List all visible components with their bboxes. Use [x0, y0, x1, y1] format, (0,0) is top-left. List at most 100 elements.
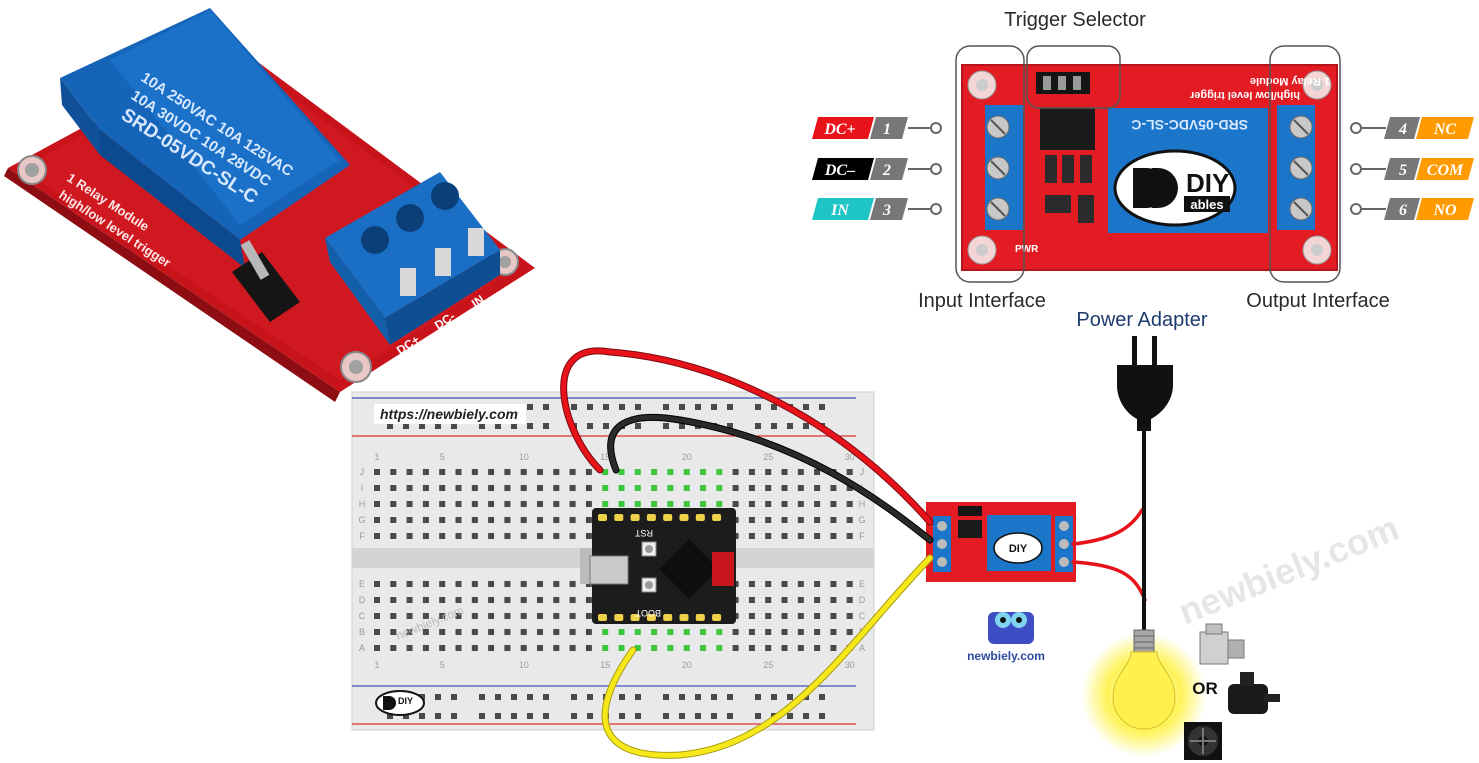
breadboard-hole: [520, 597, 527, 603]
light-bulb-icon: [1082, 629, 1206, 757]
breadboard-hole: [585, 533, 592, 539]
breadboard-hole: [830, 533, 837, 539]
breadboard-hole: [651, 469, 658, 475]
breadboard-hole: [663, 423, 669, 429]
breadboard-hole: [403, 713, 409, 719]
breadboard-hole: [846, 533, 853, 539]
breadboard-hole: [781, 469, 788, 475]
breadboard-hole: [830, 597, 837, 603]
breadboard-hole: [553, 517, 560, 523]
breadboard-hole: [553, 613, 560, 619]
breadboard-hole: [700, 469, 706, 475]
breadboard-hole: [439, 517, 446, 523]
board-label-rst: RST: [634, 528, 653, 538]
breadboard-hole: [765, 485, 772, 491]
breadboard-row-letter: C: [859, 611, 866, 621]
breadboard-hole: [797, 501, 804, 507]
breadboard-hole: [479, 694, 485, 700]
breadboard-hole: [814, 597, 821, 603]
breadboard-hole: [585, 485, 592, 491]
breadboard-hole: [771, 423, 777, 429]
breadboard-hole: [748, 501, 755, 507]
breadboard-hole: [667, 469, 674, 475]
breadboard-hole: [803, 404, 809, 410]
breadboard-hole: [543, 423, 549, 429]
breadboard-hole: [700, 645, 706, 651]
breadboard-hole: [504, 485, 511, 491]
breadboard-hole: [569, 613, 576, 619]
breadboard-hole: [683, 485, 690, 491]
board-header-pin: [646, 614, 656, 621]
board-header-pin: [630, 614, 640, 621]
breadboard-hole: [451, 713, 457, 719]
breadboard-hole: [716, 501, 723, 507]
breadboard-hole: [651, 629, 658, 635]
breadboard-col-number: 30: [845, 660, 855, 670]
breadboard-hole: [471, 581, 478, 587]
breadboard-hole: [797, 645, 804, 651]
breadboard-hole: [755, 713, 761, 719]
breadboard-hole: [711, 404, 717, 410]
breadboard-hole: [374, 485, 380, 491]
svg-text:DC–: DC–: [824, 162, 855, 179]
breadboard-hole: [543, 694, 549, 700]
input-interface-label: Input Interface: [918, 290, 1046, 312]
breadboard-logo-diy: DIY: [398, 696, 413, 706]
breadboard-hole: [390, 517, 397, 523]
breadboard-hole: [727, 694, 733, 700]
breadboard-hole: [439, 501, 446, 507]
breadboard-hole: [683, 469, 690, 475]
breadboard-hole: [504, 517, 511, 523]
breadboard-hole: [797, 597, 804, 603]
breadboard-hole: [520, 469, 527, 475]
breadboard-hole: [504, 581, 511, 587]
board-header-pin: [695, 514, 705, 521]
breadboard-hole: [679, 404, 685, 410]
breadboard-col-number: 25: [763, 452, 773, 462]
breadboard-hole: [781, 517, 788, 523]
breadboard-hole: [732, 485, 739, 491]
breadboard-hole: [422, 485, 429, 491]
breadboard-hole: [748, 629, 755, 635]
breadboard-hole: [603, 423, 609, 429]
relay-pinout: Trigger Selector: [812, 9, 1474, 312]
breadboard-hole: [587, 423, 593, 429]
breadboard-col-number: 20: [682, 452, 692, 462]
breadboard-hole: [374, 597, 380, 603]
breadboard-hole: [814, 645, 821, 651]
breadboard-hole: [471, 613, 478, 619]
breadboard-row-letter: A: [859, 643, 865, 653]
breadboard-hole: [748, 469, 755, 475]
breadboard-hole: [520, 645, 527, 651]
breadboard-hole: [471, 597, 478, 603]
breadboard-hole: [488, 517, 495, 523]
breadboard-hole: [748, 613, 755, 619]
breadboard-hole: [537, 645, 543, 651]
breadboard-hole: [765, 629, 772, 635]
wires: [560, 347, 1147, 759]
board-header-pin: [663, 614, 673, 621]
svg-text:5: 5: [1399, 162, 1407, 179]
breadboard-hole: [479, 423, 485, 429]
breadboard-hole: [695, 713, 701, 719]
board-header-pin: [679, 614, 689, 621]
breadboard-col-number: 10: [519, 452, 529, 462]
breadboard-hole: [797, 469, 804, 475]
breadboard-hole: [569, 597, 576, 603]
breadboard-hole: [732, 629, 739, 635]
breadboard-hole: [511, 713, 517, 719]
output-pin-com: 5 COM: [1350, 158, 1474, 180]
breadboard-hole: [635, 404, 641, 410]
breadboard-hole: [846, 613, 853, 619]
breadboard-hole: [619, 404, 625, 410]
power-adapter-label: Power Adapter: [1076, 309, 1208, 331]
breadboard-hole: [602, 645, 609, 651]
breadboard-hole: [374, 645, 380, 651]
breadboard-hole: [455, 469, 462, 475]
breadboard-hole: [765, 645, 772, 651]
breadboard-hole: [439, 613, 446, 619]
or-label: OR: [1192, 679, 1218, 698]
breadboard-hole: [471, 533, 478, 539]
breadboard-hole: [585, 469, 592, 475]
breadboard-hole: [511, 423, 517, 429]
